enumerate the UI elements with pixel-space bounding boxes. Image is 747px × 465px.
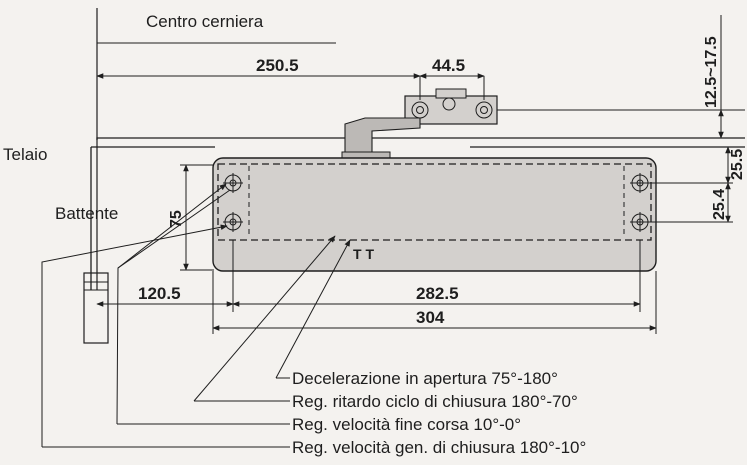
hole-right-top [630,173,650,193]
dim-bracket-holes: 44.5 [432,56,465,75]
hole-right-bottom [630,212,650,232]
dim-body-length: 304 [416,308,445,327]
door-leaf-label: Battente [55,204,118,223]
legend-item: Decelerazione in apertura 75°-180° [292,369,558,388]
frame-label: Telaio [3,145,47,164]
dim-hinge-to-body: 120.5 [138,284,181,303]
dim-body-height: 75 [168,210,185,228]
dim-hole-spacing-length: 282.5 [416,284,459,303]
legend-leaders [41,183,351,448]
arm-bracket [341,88,498,161]
closer-body [212,157,657,272]
dim-bracket-offset: 12.5~17.5 [703,36,720,108]
dim-hole-spacing-right: 25.4 [711,189,728,220]
screw-mark: T T [353,246,374,262]
legend-item: Reg. velocità fine corsa 10°-0° [292,415,521,434]
dim-hinge-to-bracket: 250.5 [256,56,299,75]
frame-profile [90,137,745,290]
legend-item: Reg. velocità gen. di chiusura 180°-10° [292,438,586,457]
door-hinge-block [83,272,109,344]
legend-item: Reg. ritardo ciclo di chiusura 180°-70° [292,392,578,411]
dimension-lines [96,15,745,334]
hinge-center-label: Centro cerniera [146,12,264,31]
hole-left-top [223,173,243,193]
dim-body-offset: 25.5 [729,149,746,180]
mounting-holes [223,173,650,232]
hole-left-bottom [223,212,243,232]
